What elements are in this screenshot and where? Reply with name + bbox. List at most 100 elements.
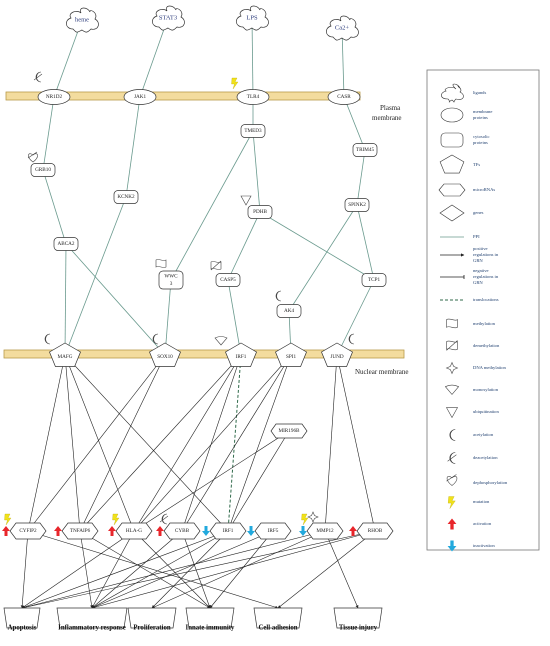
edge-positive	[79, 530, 211, 609]
ellipse-shape	[123, 89, 157, 105]
outcome-node-inflammatory[interactable]: Inflammatory response	[56, 607, 128, 632]
legend-label-methylation: methylation	[473, 321, 496, 326]
membrane-protein-node-tlr4[interactable]: TLR4	[236, 89, 270, 105]
membrane-protein-label: TLR4	[247, 94, 260, 100]
gene-node-mmp12[interactable]: MMP12	[306, 522, 344, 540]
gene-node-cybb[interactable]: CYBB	[163, 522, 201, 540]
gene-node-hlag[interactable]: HLA-G	[115, 522, 153, 540]
membrane-protein-node-casr[interactable]: CASR	[327, 89, 361, 105]
gene-label: MMP12	[316, 528, 334, 534]
outcome-node-innate[interactable]: Innate immunity	[185, 607, 236, 632]
microrna-label: MIR196B	[278, 428, 300, 434]
legend-symbol-membrane	[440, 107, 464, 123]
edge-positive	[21, 530, 229, 609]
legend-item-monosylation: monosylation	[444, 384, 499, 395]
gene-node-tnfaip6[interactable]: TNFAIP6	[61, 522, 99, 540]
membranes: Plasma membrane Nuclear membrane	[3, 91, 408, 376]
ligand-label: Ca2+	[335, 24, 349, 31]
edge-positive	[227, 354, 292, 532]
gene-node-rhob[interactable]: RHOB	[356, 522, 394, 540]
legend-symbol-dephosphorylation	[446, 474, 458, 486]
legend-label-cytosolic: proteins	[473, 140, 488, 145]
gene-node-irf1g[interactable]: IRF1	[209, 522, 247, 540]
ligand-node-lps[interactable]: LPS	[236, 5, 269, 31]
cytosolic-protein-node-casp5[interactable]: CASP5	[215, 273, 241, 287]
mutation-icon	[231, 77, 239, 90]
outcome-node-adhesion[interactable]: Cell adhesion	[253, 607, 303, 632]
cloud-shape	[66, 7, 99, 33]
edge-ppi	[227, 279, 242, 356]
cytosolic-protein-label: AK4	[284, 308, 294, 314]
cytosolic-protein-label: TCP1	[368, 277, 381, 283]
legend-symbol-monosylation	[444, 384, 460, 395]
outcome-node-apoptosis[interactable]: Apoptosis	[3, 607, 41, 632]
edge-positive	[151, 530, 229, 609]
edge-positive	[133, 354, 242, 532]
edge-ppi	[259, 211, 375, 281]
cytosolic-protein-node-trim45[interactable]: TRIM45	[352, 143, 378, 157]
tf-node-mafg[interactable]: MAFG	[49, 342, 81, 367]
pentagon-shape	[321, 342, 353, 367]
tf-node-spi1[interactable]: SPI1	[275, 342, 307, 367]
cytosolic-protein-node-abca2[interactable]: ABCA2	[53, 237, 79, 251]
diamond-shape	[254, 522, 292, 540]
acetylation-icon	[44, 333, 51, 345]
activation-icon	[156, 526, 164, 536]
rounded-rect-shape	[361, 273, 387, 287]
legend-label-acetylation: acetylation	[473, 432, 494, 437]
pentagon-shape	[275, 342, 307, 367]
membrane-protein-node-nr1d2[interactable]: NR1D2	[37, 89, 71, 105]
cytosolic-protein-node-spink2[interactable]: SPINK2	[344, 198, 370, 212]
rounded-rect-shape	[352, 143, 378, 157]
gene-node-cyfip2[interactable]: CYFIP2	[9, 522, 47, 540]
tf-node-jund[interactable]: JUND	[321, 342, 353, 367]
cytosolic-protein-node-tcp1[interactable]: TCP1	[361, 273, 387, 287]
inactivation-icon	[202, 526, 210, 536]
tf-node-irf1[interactable]: IRF1	[225, 342, 257, 367]
plasma-membrane-label-2: membrane	[372, 114, 402, 122]
membrane-protein-label: NR1D2	[46, 94, 63, 100]
outcome-node-tissue[interactable]: Tissue injury	[333, 607, 383, 632]
cytosolic-protein-node-pdhb[interactable]: PDHB	[247, 205, 273, 219]
gene-label: CYBB	[175, 528, 190, 534]
rounded-rect-shape	[247, 205, 273, 219]
rounded-rect-shape	[113, 190, 139, 204]
gene-label: IRF1	[223, 528, 234, 534]
outcome-label: Innate immunity	[186, 625, 236, 632]
cytosolic-protein-node-grb10[interactable]: GRB10	[30, 163, 56, 177]
legend-item-ubiquitination: ubiquitination	[445, 407, 499, 419]
microrna-node-mir[interactable]: MIR196B	[270, 423, 308, 439]
legend-label-ppi: PPI	[473, 234, 480, 239]
nuclear-membrane-label: Nuclear membrane	[355, 368, 408, 376]
legend-label-mutation: mutation	[473, 499, 490, 504]
legend-item-ppi: PPI	[440, 234, 480, 239]
membrane-protein-node-jak1[interactable]: JAK1	[123, 89, 157, 105]
ligand-node-heme[interactable]: heme	[66, 7, 99, 33]
ligand-node-stat3[interactable]: STAT3	[152, 5, 185, 31]
cytosolic-protein-label: PDHB	[253, 209, 267, 215]
legend-symbol-dnamethylation	[445, 361, 459, 375]
plasma-membrane-label: Plasma	[380, 104, 401, 112]
legend-item-dephosphorylation: dephosphorylation	[446, 474, 508, 486]
edge-ppi	[356, 204, 375, 281]
ligand-node-ca[interactable]: Ca2+	[326, 15, 359, 41]
ubiquitination-icon	[240, 195, 252, 206]
cytosolic-protein-node-kcnk2[interactable]: KCNK2	[113, 190, 139, 204]
tf-node-sox10[interactable]: SOX10	[149, 342, 181, 367]
cytosolic-protein-node-ak4[interactable]: AK4	[276, 304, 302, 318]
edge-ppi	[288, 204, 358, 312]
edge-positive	[21, 530, 376, 609]
outcome-node-proliferation[interactable]: Proliferation	[127, 607, 177, 632]
edge-positive	[91, 530, 183, 609]
edge-ppi	[64, 243, 67, 356]
legend-label-monosylation: monosylation	[473, 387, 499, 392]
gene-node-irf5[interactable]: IRF5	[254, 522, 292, 540]
edge-positive	[27, 354, 166, 532]
cytosolic-protein-node-tmed3[interactable]: TMED3	[240, 124, 266, 138]
methylation-icon	[155, 259, 167, 268]
trapezoid-shape	[185, 607, 235, 629]
mutation-icon	[301, 513, 309, 526]
